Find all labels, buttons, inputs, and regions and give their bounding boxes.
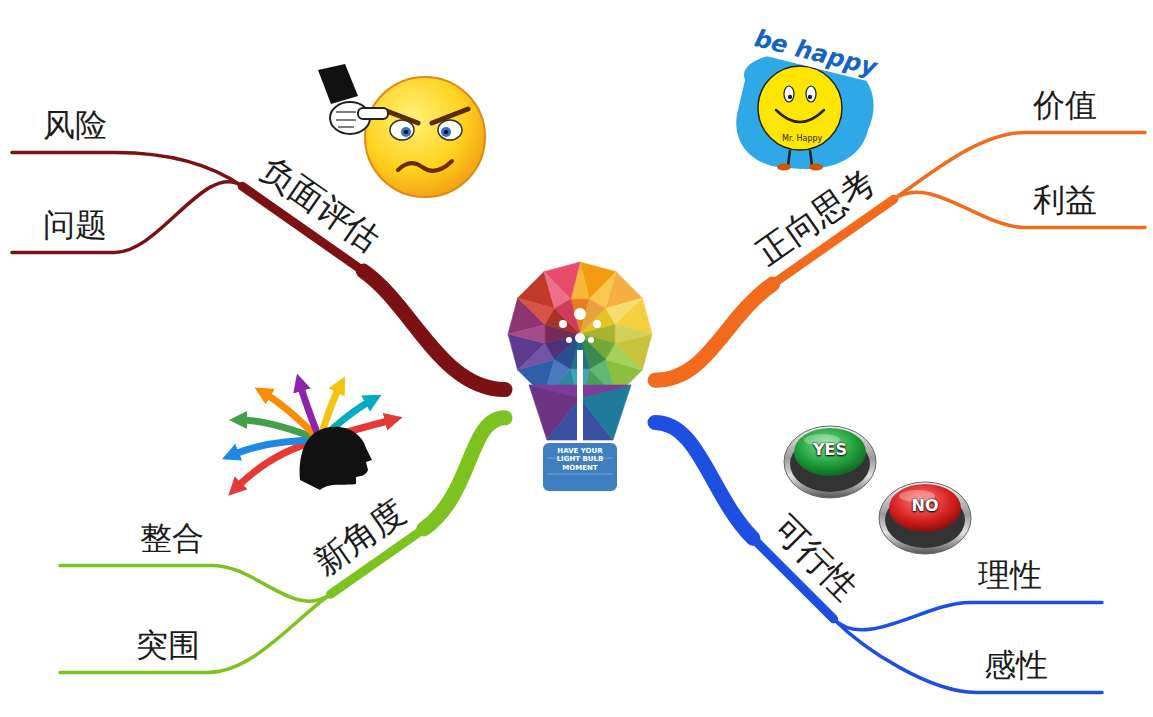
branch-connector <box>12 182 242 253</box>
sleeve <box>318 64 358 104</box>
subtopic-text: 价值 <box>1033 86 1137 124</box>
branch-connector <box>834 602 1102 629</box>
pupil <box>401 127 411 137</box>
branch-connector <box>894 192 1145 227</box>
mouth <box>398 161 452 171</box>
subtopic: 理性 <box>970 554 1102 602</box>
branch-twig <box>12 182 242 253</box>
thumb <box>358 108 388 119</box>
branch-twig <box>12 152 242 186</box>
arrow-head-figure <box>232 384 392 490</box>
head-silhouette <box>300 427 372 490</box>
branch-topic: 新角度 <box>300 486 424 595</box>
bulb-node: HAVE YOUR LIGHT BULB MOMENT <box>505 258 655 493</box>
bulb-dot <box>588 337 594 343</box>
bulb-dot <box>574 308 586 320</box>
eye <box>438 120 462 140</box>
subtopic: 感性 <box>976 644 1102 692</box>
branch-connector <box>894 132 1145 199</box>
branch-twig <box>894 192 1145 227</box>
button-text: YES <box>813 441 847 459</box>
topic-text: 新角度 <box>306 491 413 583</box>
branch-connector <box>60 594 331 672</box>
pupil <box>788 95 792 99</box>
pupil <box>404 130 408 134</box>
bulb-dot <box>566 337 572 343</box>
subtopic: 整合 <box>60 517 212 565</box>
subtopic-text: 突围 <box>68 626 200 664</box>
bulb-facet <box>508 325 545 344</box>
brow <box>432 109 468 123</box>
shoe <box>777 164 791 171</box>
bulb-base <box>543 443 617 491</box>
subtopic-text: 理性 <box>978 556 1094 594</box>
subtopic: 问题 <box>12 204 115 252</box>
shoe <box>809 164 823 171</box>
branch-trunk <box>424 418 505 529</box>
eye <box>806 86 816 102</box>
bulb-facet <box>615 325 652 344</box>
branch-connector <box>12 152 242 186</box>
eye <box>784 86 794 102</box>
bulb-stem <box>577 350 583 442</box>
branch-twig <box>834 602 1102 629</box>
subtopic: 价值 <box>1025 84 1145 132</box>
pupil <box>441 127 451 137</box>
angry-face <box>318 64 485 197</box>
brow <box>384 110 418 123</box>
smile <box>776 110 824 122</box>
bulb-dot <box>559 320 567 328</box>
branch-connector <box>60 565 331 601</box>
leg <box>788 150 812 166</box>
finger <box>336 112 356 127</box>
yes-dome <box>794 428 866 476</box>
eye <box>390 120 414 140</box>
branch-trunk <box>655 423 753 539</box>
subtopic-text: 利益 <box>1033 181 1137 219</box>
figure-caption: Mr. Happy <box>782 134 822 143</box>
branch-twig <box>60 594 331 672</box>
branch-connector <box>834 619 1102 693</box>
branch-twig <box>834 619 1102 693</box>
subtopic-text: 问题 <box>20 206 107 244</box>
bulb-caption: HAVE YOUR LIGHT BULB MOMENT <box>545 447 615 472</box>
subtopic: 突围 <box>60 624 208 672</box>
subtopic-text: 风险 <box>20 106 107 144</box>
subtopic-text: 整合 <box>68 519 204 557</box>
face <box>758 66 842 150</box>
branch-trunk <box>363 271 505 390</box>
button-text: NO <box>912 497 939 515</box>
subtopic-text: 感性 <box>984 646 1094 684</box>
bulb-dot <box>575 333 585 343</box>
branch-twig <box>60 565 331 601</box>
branch-twig <box>894 132 1145 199</box>
button-rim <box>879 482 971 554</box>
face <box>365 77 485 197</box>
subtopic: 风险 <box>12 104 115 152</box>
topic-text: 可行性 <box>764 507 865 608</box>
button-rim <box>784 426 876 498</box>
pupil <box>808 95 812 99</box>
pupil <box>444 130 448 134</box>
bulb-dot <box>593 320 601 328</box>
branch-trunk <box>655 284 773 380</box>
subtopic: 利益 <box>1025 179 1145 227</box>
branch-connector <box>331 418 506 595</box>
no-dome <box>889 484 961 532</box>
